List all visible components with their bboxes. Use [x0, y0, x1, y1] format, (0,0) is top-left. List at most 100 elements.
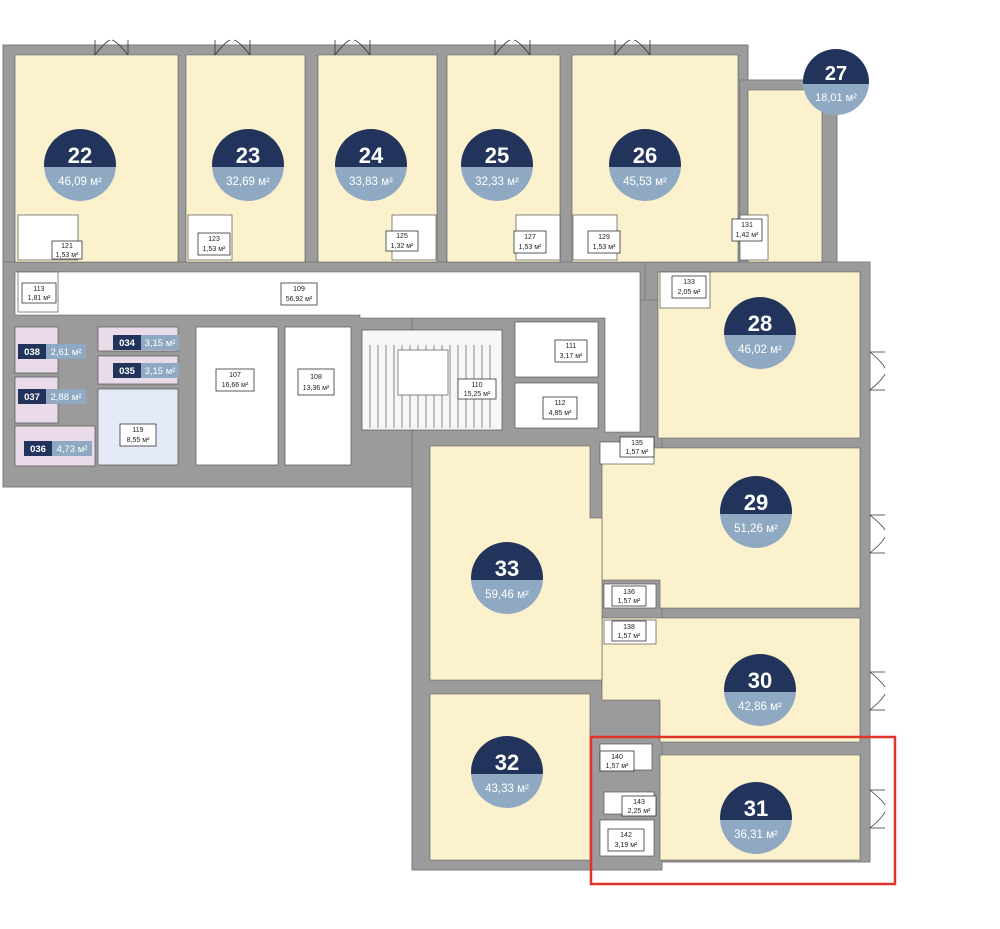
- room-label-108: 108 13,36 м²: [297, 368, 335, 396]
- svg-text:1,57 м²: 1,57 м²: [618, 633, 641, 640]
- room-label-133: 133 2,05 м²: [671, 275, 707, 299]
- svg-text:3,19 м²: 3,19 м²: [615, 842, 638, 849]
- svg-text:4,73 м²: 4,73 м²: [57, 444, 88, 455]
- room-label-107: 107 16,66 м²: [215, 368, 255, 392]
- svg-text:113: 113: [33, 286, 44, 293]
- svg-text:24: 24: [359, 143, 384, 168]
- svg-text:119: 119: [132, 427, 143, 434]
- svg-text:112: 112: [554, 400, 565, 407]
- svg-text:142: 142: [620, 832, 632, 839]
- svg-text:034: 034: [119, 338, 136, 349]
- storage-tag-036[interactable]: 036 4,73 м²: [24, 441, 92, 456]
- svg-text:26: 26: [633, 143, 657, 168]
- svg-text:16,66 м²: 16,66 м²: [222, 382, 249, 389]
- svg-text:121: 121: [61, 243, 73, 250]
- selected-unit-highlight: [589, 735, 897, 886]
- svg-text:2,61 м²: 2,61 м²: [51, 347, 82, 358]
- svg-text:51,26 м²: 51,26 м²: [734, 523, 778, 535]
- room-label-131: 131 1,42 м²: [731, 218, 763, 242]
- svg-text:3,17 м²: 3,17 м²: [560, 353, 583, 360]
- svg-text:108: 108: [310, 374, 322, 381]
- svg-text:45,53 м²: 45,53 м²: [623, 176, 667, 188]
- room-label-143: 143 2,25 м²: [621, 795, 657, 817]
- svg-text:8,55 м²: 8,55 м²: [127, 437, 150, 444]
- svg-text:1,57 м²: 1,57 м²: [618, 598, 641, 605]
- svg-text:140: 140: [611, 754, 623, 761]
- unit-badge-28[interactable]: 28 46,02 м²: [720, 293, 800, 375]
- svg-text:4,85 м²: 4,85 м²: [549, 410, 572, 417]
- svg-text:29: 29: [744, 490, 768, 515]
- svg-text:3,15 м²: 3,15 м²: [145, 338, 176, 349]
- room-label-136: 136 1,57 м²: [611, 585, 647, 607]
- svg-text:131: 131: [741, 222, 753, 229]
- svg-text:3,15 м²: 3,15 м²: [145, 366, 176, 377]
- svg-text:25: 25: [485, 143, 509, 168]
- svg-text:1,53 м²: 1,53 м²: [519, 244, 542, 251]
- svg-text:109: 109: [293, 286, 305, 293]
- room-label-110: 110 15,25 м²: [457, 378, 497, 400]
- storage-tags: 038 2,61 м² 037 2,88 м² 036 4,73 м² 034 …: [18, 335, 179, 456]
- svg-text:110: 110: [471, 382, 482, 389]
- svg-text:038: 038: [24, 347, 40, 358]
- storage-tag-038[interactable]: 038 2,61 м²: [18, 344, 86, 359]
- svg-text:23: 23: [236, 143, 260, 168]
- svg-text:1,57 м²: 1,57 м²: [626, 449, 649, 456]
- svg-text:18,01 м²: 18,01 м²: [815, 92, 857, 104]
- storage-tag-037[interactable]: 037 2,88 м²: [18, 389, 86, 404]
- svg-text:22: 22: [68, 143, 92, 168]
- svg-text:129: 129: [598, 234, 610, 241]
- svg-text:133: 133: [683, 279, 695, 286]
- svg-text:32,33 м²: 32,33 м²: [475, 176, 519, 188]
- svg-text:125: 125: [396, 233, 408, 240]
- room-label-119: 119 8,55 м²: [119, 423, 157, 447]
- svg-text:136: 136: [623, 589, 635, 596]
- room-label-135: 135 1,57 м²: [619, 436, 655, 458]
- svg-text:037: 037: [24, 392, 40, 403]
- svg-text:28: 28: [748, 311, 772, 336]
- svg-text:13,36 м²: 13,36 м²: [303, 385, 330, 392]
- svg-text:135: 135: [631, 440, 643, 447]
- svg-text:46,09 м²: 46,09 м²: [58, 176, 102, 188]
- room-label-129: 129 1,53 м²: [587, 230, 621, 254]
- svg-text:123: 123: [208, 236, 220, 243]
- room-label-111: 111 3,17 м²: [554, 339, 588, 363]
- storage-tag-035[interactable]: 035 3,15 м²: [113, 363, 179, 378]
- svg-text:1,53 м²: 1,53 м²: [56, 252, 79, 259]
- svg-text:59,46 м²: 59,46 м²: [485, 589, 529, 601]
- svg-text:31: 31: [744, 796, 768, 821]
- svg-text:111: 111: [566, 343, 577, 350]
- room-label-109: 109 56,92 м²: [280, 282, 318, 306]
- svg-text:32,69 м²: 32,69 м²: [226, 176, 270, 188]
- room-label-112: 112 4,85 м²: [542, 396, 578, 420]
- room-labels: 121 1,53 м² 123 1,53 м² 125 1,32 м² 127 …: [21, 218, 763, 852]
- svg-text:1,53 м²: 1,53 м²: [203, 246, 226, 253]
- svg-text:1,42 м²: 1,42 м²: [736, 232, 759, 239]
- svg-text:1,32 м²: 1,32 м²: [391, 243, 414, 250]
- svg-text:32: 32: [495, 750, 519, 775]
- svg-text:33,83 м²: 33,83 м²: [349, 176, 393, 188]
- svg-text:107: 107: [229, 372, 241, 379]
- svg-text:1,57 м²: 1,57 м²: [606, 763, 629, 770]
- room-label-123: 123 1,53 м²: [197, 232, 231, 256]
- room-label-138: 138 1,57 м²: [611, 620, 647, 642]
- storage-tag-034[interactable]: 034 3,15 м²: [113, 335, 179, 350]
- svg-text:43,33 м²: 43,33 м²: [485, 783, 529, 795]
- room-label-140: 140 1,57 м²: [599, 750, 635, 772]
- svg-text:035: 035: [119, 366, 136, 377]
- svg-text:33: 33: [495, 556, 519, 581]
- svg-text:30: 30: [748, 668, 772, 693]
- doors: [94, 39, 886, 829]
- svg-text:1,53 м²: 1,53 м²: [593, 244, 616, 251]
- svg-text:127: 127: [524, 234, 536, 241]
- room-label-127: 127 1,53 м²: [513, 230, 547, 254]
- svg-text:15,25 м²: 15,25 м²: [464, 391, 491, 398]
- svg-text:36,31 м²: 36,31 м²: [734, 829, 778, 841]
- svg-text:2,05 м²: 2,05 м²: [678, 289, 701, 296]
- svg-text:56,92 м²: 56,92 м²: [286, 296, 313, 303]
- svg-text:2,88 м²: 2,88 м²: [51, 392, 82, 403]
- svg-text:46,02 м²: 46,02 м²: [738, 344, 782, 356]
- room-label-125: 125 1,32 м²: [385, 230, 419, 252]
- svg-text:138: 138: [623, 624, 635, 631]
- unit-badge-26[interactable]: 26 45,53 м²: [605, 125, 685, 207]
